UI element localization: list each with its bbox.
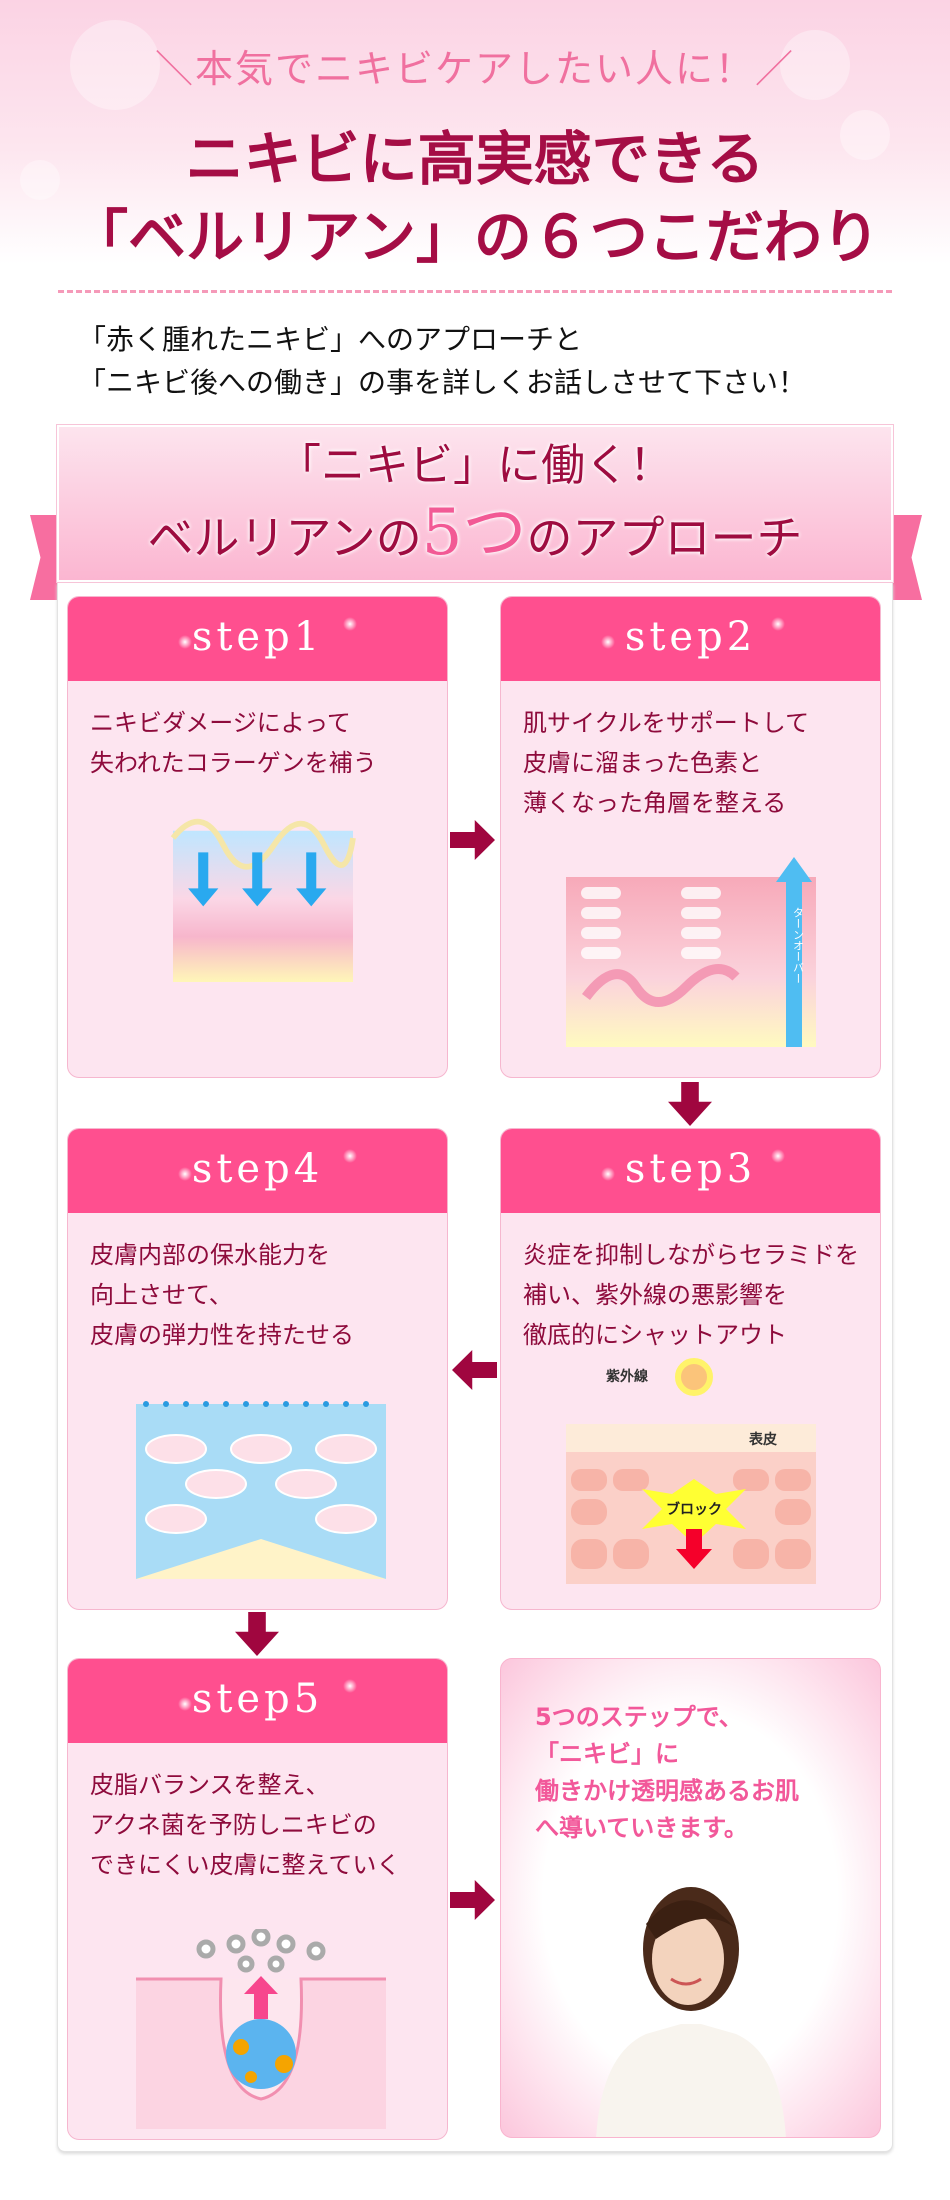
step-text: 炎症を抑制しながらセラミドを 補い、紫外線の悪影響を 徹底的にシャットアウト bbox=[523, 1241, 859, 1349]
turnover-label: ターンオーバー bbox=[792, 907, 805, 984]
step-label: step4 bbox=[191, 1146, 324, 1192]
step-header: step4 bbox=[68, 1129, 447, 1213]
sparkle-icon bbox=[178, 635, 192, 649]
turnover-illustration: ターンオーバー bbox=[566, 857, 816, 1047]
sparkle-icon bbox=[771, 617, 785, 631]
step3-card: step3 炎症を抑制しながらセラミドを 補い、紫外線の悪影響を 徹底的にシャッ… bbox=[500, 1128, 881, 1610]
step-text: 皮脂バランスを整え、 アクネ菌を予防しニキビの できにくい皮膚に整えていく bbox=[90, 1771, 401, 1879]
step2-card: step2 肌サイクルをサポートして 皮膚に溜まった色素と 薄くなった角層を整え… bbox=[500, 596, 881, 1078]
block-label: ブロック bbox=[666, 1501, 722, 1518]
sparkle-icon bbox=[343, 617, 357, 631]
banner-text: ベルリアンの bbox=[147, 511, 422, 565]
skin-label: 表皮 bbox=[748, 1431, 777, 1448]
step5-card: step5 皮脂バランスを整え、 アクネ菌を予防しニキビの できにくい皮膚に整え… bbox=[67, 1658, 448, 2140]
banner-line2: ベルリアンの5つのアプローチ bbox=[59, 497, 891, 574]
approach-banner: 「ニキビ」に働く！ ベルリアンの5つのアプローチ bbox=[57, 425, 893, 582]
divider bbox=[58, 290, 892, 293]
banner-text: のアプローチ bbox=[526, 511, 803, 565]
intro-line: 「ニキビ後への働き」の事を詳しくお話しさせて下さい！ bbox=[78, 366, 807, 399]
step-header: step5 bbox=[68, 1659, 447, 1743]
step-label: step2 bbox=[624, 614, 757, 660]
intro-line: 「赤く腫れたニキビ」へのアプローチと bbox=[78, 323, 583, 356]
uv-block-illustration: 紫外線 表皮 ブロック bbox=[566, 1358, 816, 1584]
step-text: 肌サイクルをサポートして 皮膚に溜まった色素と 薄くなった角層を整える bbox=[523, 709, 810, 817]
sebum-illustration bbox=[136, 1929, 386, 2129]
ribbon-left bbox=[30, 515, 60, 600]
step4-card: step4 皮膚内部の保水能力を 向上させて、 皮膚の弾力性を持たせる bbox=[67, 1128, 448, 1610]
sparkle-icon bbox=[178, 1697, 192, 1711]
step-header: step3 bbox=[501, 1129, 880, 1213]
step1-card: step1 ニキビダメージによって 失われたコラーゲンを補う bbox=[67, 596, 448, 1078]
banner-line1: 「ニキビ」に働く！ bbox=[277, 440, 673, 491]
moisture-illustration bbox=[136, 1401, 386, 1579]
intro-text: 「赤く腫れたニキビ」へのアプローチと 「ニキビ後への働き」の事を詳しくお話しさせ… bbox=[78, 318, 806, 404]
sparkle-icon bbox=[178, 1167, 192, 1181]
step-header: step2 bbox=[501, 597, 880, 681]
step-label: step1 bbox=[191, 614, 324, 660]
sparkle-icon bbox=[771, 1149, 785, 1163]
summary-box: 5つのステップで、 「ニキビ」に 働きかけ透明感あるお肌 へ導いていきます。 bbox=[500, 1658, 881, 2138]
summary-message: 5つのステップで、 「ニキビ」に 働きかけ透明感あるお肌 へ導いていきます。 bbox=[535, 1703, 799, 1842]
header-subtitle: ＼本気でニキビケアしたい人に！／ bbox=[154, 47, 795, 91]
banner-number: 5つ bbox=[421, 496, 527, 570]
step-text: 皮膚内部の保水能力を 向上させて、 皮膚の弾力性を持たせる bbox=[90, 1241, 354, 1349]
step-text: ニキビダメージによって 失われたコラーゲンを補う bbox=[90, 709, 377, 777]
step-label: step5 bbox=[191, 1676, 324, 1722]
woman-photo bbox=[596, 1887, 786, 2137]
uv-label: 紫外線 bbox=[606, 1368, 648, 1385]
page-title-line2: 「ベルリアン」の６つこだわり bbox=[70, 203, 880, 271]
collagen-illustration bbox=[170, 818, 356, 982]
ribbon-right bbox=[892, 515, 922, 600]
sparkle-icon bbox=[601, 635, 615, 649]
sparkle-icon bbox=[343, 1149, 357, 1163]
sparkle-icon bbox=[601, 1167, 615, 1181]
page-title-line1: ニキビに高実感できる bbox=[185, 125, 765, 193]
step-header: step1 bbox=[68, 597, 447, 681]
hero-background bbox=[0, 0, 950, 330]
sparkle-icon bbox=[343, 1679, 357, 1693]
step-label: step3 bbox=[624, 1146, 757, 1192]
